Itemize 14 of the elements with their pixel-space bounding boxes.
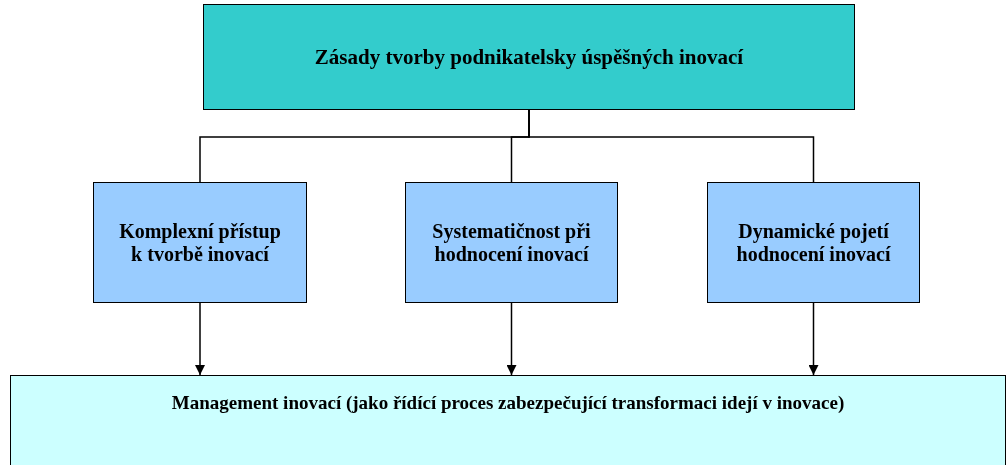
box-label: Dynamické pojetí hodnocení inovací — [735, 219, 892, 266]
box-label: Management inovací (jako řídící proces zabezpečující transformaci idejí v inovace) — [171, 392, 845, 414]
result-box — [10, 375, 1006, 465]
box-label: Komplexní přístup k tvorbě inovací — [118, 219, 282, 266]
connector-line — [528, 109, 815, 183]
category-box — [93, 182, 307, 303]
category-box — [707, 182, 920, 303]
title-box — [203, 4, 855, 110]
category-box — [405, 182, 618, 303]
box-label: Systematičnost při hodnocení inovací — [431, 219, 592, 266]
arrow — [195, 302, 205, 376]
box-label: Zásady tvorby podnikatelsky úspěšných inovací — [314, 44, 744, 70]
arrow — [506, 302, 517, 376]
arrow — [808, 302, 819, 376]
